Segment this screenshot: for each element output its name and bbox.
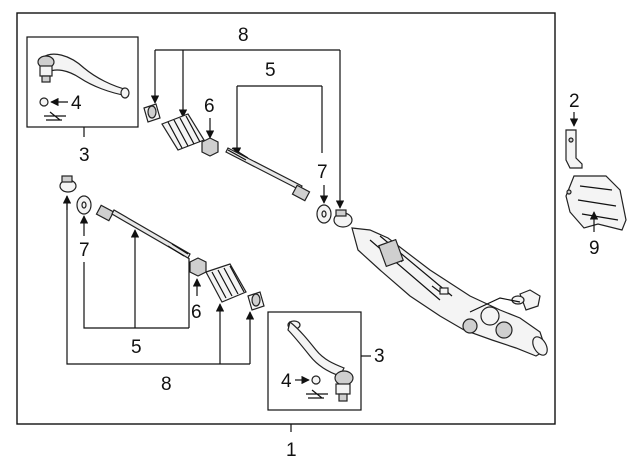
callout-7-bottom: 7 bbox=[79, 240, 90, 261]
jam-nut-top bbox=[201, 137, 219, 157]
callout-7-top: 7 bbox=[317, 162, 328, 183]
callout-9: 9 bbox=[589, 238, 600, 259]
boot-clamp-top-left bbox=[143, 103, 161, 123]
callout-4-bottom: 4 bbox=[281, 371, 292, 392]
inset-box-top-left bbox=[26, 36, 139, 128]
assembly-frame bbox=[16, 12, 556, 425]
callout-6-bottom: 6 bbox=[191, 302, 202, 323]
washer-top bbox=[316, 204, 332, 224]
callout-8-bottom: 8 bbox=[161, 374, 172, 395]
callout-3-bottom: 3 bbox=[374, 346, 385, 367]
cotter-pin-top bbox=[44, 111, 66, 121]
inner-tie-rod-top bbox=[225, 147, 311, 202]
callout-3-top: 3 bbox=[79, 145, 90, 166]
steering-rack-housing bbox=[351, 227, 548, 357]
inset-box-bottom-right bbox=[267, 311, 362, 411]
mounting-bracket bbox=[565, 129, 583, 169]
rack-boot-top bbox=[161, 113, 205, 151]
callout-5-bottom: 5 bbox=[131, 337, 142, 358]
boot-clamp-bottom-right bbox=[247, 291, 265, 311]
callout-1: 1 bbox=[286, 440, 297, 461]
heat-shield bbox=[565, 175, 627, 231]
boot-clamp-top-right bbox=[333, 209, 353, 228]
callout-8-bottom-bracket bbox=[66, 196, 250, 365]
outer-tie-rod-end-top bbox=[37, 53, 130, 99]
washer-bottom bbox=[76, 195, 92, 215]
boot-clamp-bottom-left bbox=[59, 175, 77, 193]
cotter-pin-ring-top bbox=[39, 97, 49, 107]
jam-nut-bottom bbox=[189, 257, 207, 277]
cotter-pin-bottom bbox=[306, 389, 328, 399]
cotter-pin-ring-bottom bbox=[311, 375, 321, 385]
outer-tie-rod-end-bottom bbox=[287, 320, 354, 402]
callout-5-bottom-bracket bbox=[83, 262, 189, 329]
callout-4-top: 4 bbox=[71, 93, 82, 114]
callout-2: 2 bbox=[569, 91, 580, 112]
callout-6-top: 6 bbox=[204, 96, 215, 117]
callout-5-top: 5 bbox=[265, 60, 276, 81]
inner-tie-rod-bottom bbox=[95, 204, 191, 259]
rack-boot-bottom bbox=[205, 263, 247, 303]
callout-8-top: 8 bbox=[238, 25, 249, 46]
